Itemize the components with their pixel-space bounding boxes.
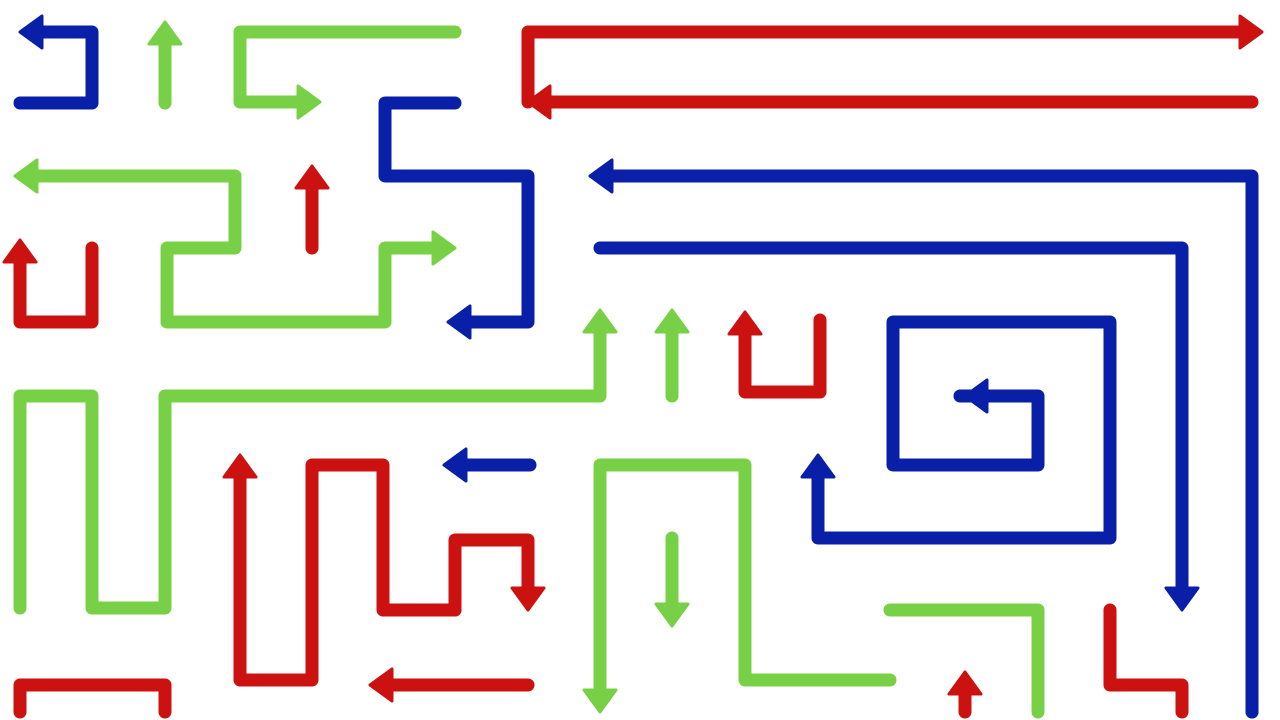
arrowhead-icon[interactable] [147,20,183,46]
arrow-body[interactable] [593,241,1189,599]
arrow-body[interactable] [811,315,1117,545]
green-arrow-a13[interactable] [654,308,690,403]
arrow-body[interactable] [593,458,897,701]
arrow-body[interactable] [233,458,462,687]
red-arrow-a14[interactable] [2,238,99,329]
red-arrow-a06[interactable] [526,84,1259,120]
arrowhead-icon[interactable] [947,670,983,696]
green-arrow-a21[interactable] [582,458,897,714]
green-arrow-a10[interactable] [13,158,242,194]
arrowhead-icon[interactable] [582,688,618,714]
arrow-body[interactable] [448,533,535,617]
arrow-body[interactable] [738,313,827,399]
red-arrow-a26[interactable] [947,670,983,719]
green-arrow-a02[interactable] [147,20,183,110]
red-arrow-a17[interactable] [727,310,827,399]
arrow-body[interactable] [13,25,99,110]
arrowhead-icon[interactable] [1238,14,1264,50]
blue-arrow-a11[interactable] [593,241,1200,612]
arrowhead-icon[interactable] [294,164,330,190]
arrow-body[interactable] [378,96,535,329]
arrowhead-icon[interactable] [18,14,44,50]
green-arrow-a25[interactable] [883,603,1045,719]
green-arrow-a07[interactable] [160,169,457,329]
arrowhead-icon[interactable] [296,84,322,120]
blue-arrow-a09[interactable] [588,158,1259,719]
arrow-body[interactable] [1103,603,1189,719]
arrow-body[interactable] [521,25,1251,109]
red-arrow-a24[interactable] [368,667,535,703]
arrowhead-icon[interactable] [442,447,468,483]
arrowhead-icon[interactable] [2,238,38,264]
red-arrow-a23[interactable] [13,678,172,719]
green-arrow-a12[interactable] [13,308,618,615]
red-arrow-a19[interactable] [222,453,462,687]
arrowhead-icon[interactable] [368,667,394,703]
red-arrow-a08[interactable] [294,164,330,255]
blue-arrow-a05[interactable] [378,96,535,340]
arrowhead-icon[interactable] [588,158,614,194]
arrowhead-icon[interactable] [582,308,618,334]
arrowhead-icon[interactable] [510,586,546,612]
red-arrow-a27[interactable] [1103,603,1189,719]
arrowhead-icon[interactable] [446,304,472,340]
green-arrow-a03[interactable] [233,25,462,120]
red-arrow-a04[interactable] [521,14,1264,109]
arrowhead-icon[interactable] [654,602,690,628]
arrow-body[interactable] [13,241,99,329]
arrow-body[interactable] [160,169,444,329]
red-arrow-a18[interactable] [448,533,546,617]
arrow-body[interactable] [13,678,172,719]
arrowhead-icon[interactable] [727,310,763,336]
blue-arrow-a20[interactable] [442,447,537,483]
green-arrow-a22[interactable] [654,531,690,628]
arrowhead-icon[interactable] [654,308,690,334]
arrowhead-icon[interactable] [1164,586,1200,612]
arrowhead-icon[interactable] [526,84,552,120]
arrow-body[interactable] [233,25,462,109]
arrow-body[interactable] [883,603,1045,719]
arrow-body[interactable] [601,169,1259,719]
arrow-body[interactable] [13,321,607,615]
arrowhead-icon[interactable] [222,453,258,479]
arrowhead-icon[interactable] [13,158,39,194]
arrowhead-icon[interactable] [800,453,836,479]
blue-arrow-a01[interactable] [13,14,99,110]
arrowhead-icon[interactable] [431,230,457,266]
blue-arrow-a16[interactable] [800,315,1117,545]
